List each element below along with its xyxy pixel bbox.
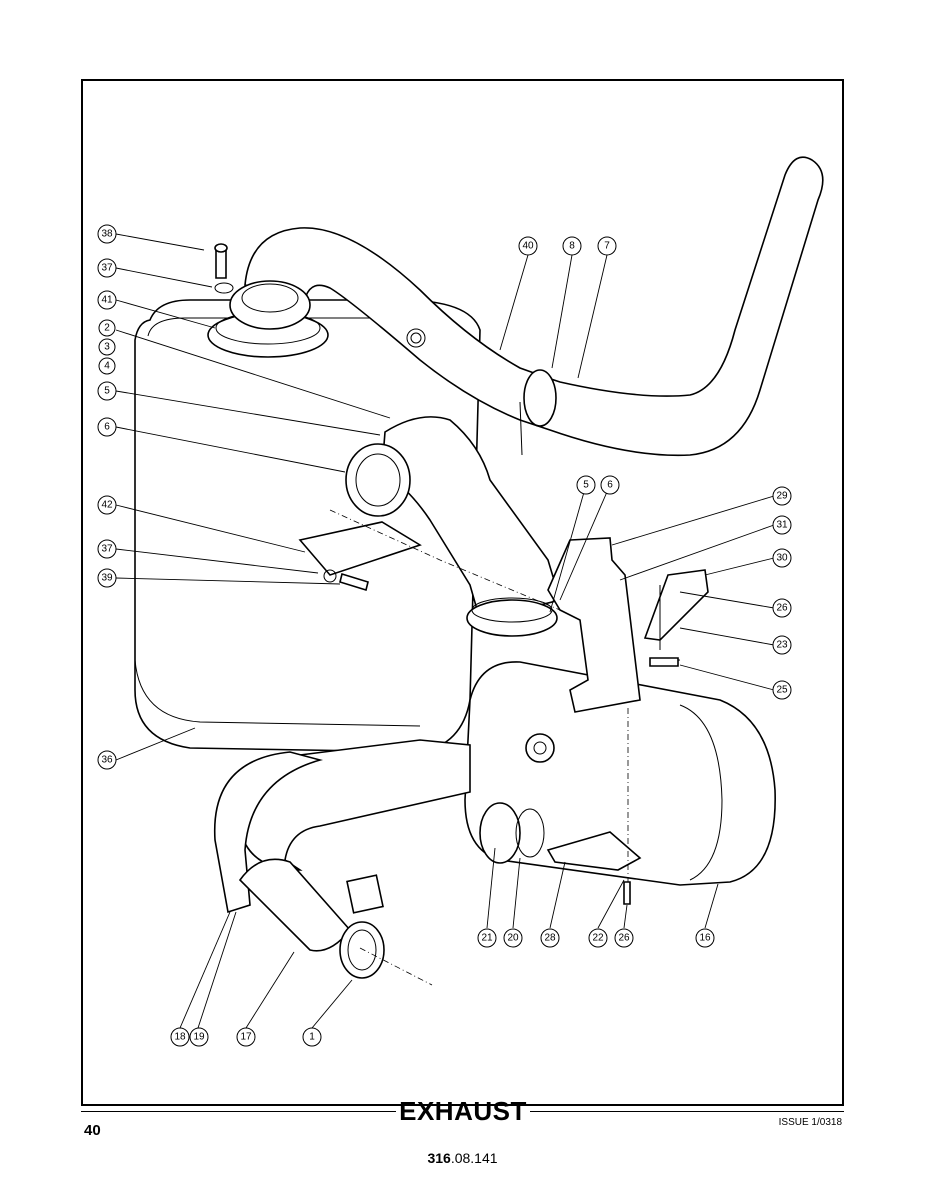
svg-text:3: 3	[104, 342, 110, 353]
callout-38: 38	[97, 224, 117, 244]
svg-text:42: 42	[101, 500, 113, 511]
svg-text:7: 7	[604, 241, 610, 252]
svg-text:16: 16	[699, 933, 711, 944]
callout-5: 5	[576, 475, 596, 495]
svg-text:6: 6	[607, 480, 613, 491]
callout-25: 25	[772, 680, 792, 700]
callout-8: 8	[562, 236, 582, 256]
svg-text:22: 22	[592, 933, 604, 944]
title-rule-left	[81, 1111, 396, 1112]
callout-6: 6	[600, 475, 620, 495]
svg-text:28: 28	[544, 933, 556, 944]
callout-1: 1	[302, 1027, 322, 1047]
callout-26: 26	[614, 928, 634, 948]
callout-5: 5	[97, 381, 117, 401]
svg-text:5: 5	[583, 480, 589, 491]
section-title: EXHAUST	[399, 1096, 527, 1126]
callout-4: 4	[98, 357, 116, 375]
callout-18: 18	[170, 1027, 190, 1047]
svg-text:17: 17	[240, 1032, 252, 1043]
callout-19: 19	[189, 1027, 209, 1047]
callout-31: 31	[772, 515, 792, 535]
middle-pipe	[298, 416, 562, 637]
svg-text:21: 21	[481, 933, 493, 944]
svg-text:5: 5	[104, 386, 110, 397]
svg-text:41: 41	[101, 295, 113, 306]
svg-text:37: 37	[101, 544, 113, 555]
callout-22: 22	[588, 928, 608, 948]
callout-6: 6	[97, 417, 117, 437]
fasteners	[214, 243, 679, 905]
leader-lines	[115, 233, 775, 1029]
svg-text:29: 29	[776, 491, 788, 502]
svg-text:36: 36	[101, 755, 113, 766]
svg-text:26: 26	[776, 603, 788, 614]
callout-2: 2	[98, 319, 116, 337]
callout-36: 36	[97, 750, 117, 770]
callout-23: 23	[772, 635, 792, 655]
svg-text:4: 4	[104, 361, 110, 372]
silencer-box	[134, 299, 481, 753]
upper-pipe	[229, 156, 824, 457]
callout-20: 20	[503, 928, 523, 948]
callout-3: 3	[98, 338, 116, 356]
drawing-ref-suffix: .08.141	[450, 1150, 498, 1166]
drawing-ref-prefix: 316	[427, 1150, 451, 1166]
page-number: 40	[84, 1122, 101, 1139]
callout-41: 41	[97, 290, 117, 310]
callout-21: 21	[477, 928, 497, 948]
callout-7: 7	[597, 236, 617, 256]
callout-42: 42	[97, 495, 117, 515]
svg-text:26: 26	[618, 933, 630, 944]
svg-text:6: 6	[104, 422, 110, 433]
svg-text:39: 39	[101, 573, 113, 584]
drawing-reference: 316.08.141	[0, 1150, 925, 1166]
callout-17: 17	[236, 1027, 256, 1047]
svg-text:20: 20	[507, 933, 519, 944]
svg-text:31: 31	[776, 520, 788, 531]
svg-text:40: 40	[522, 241, 534, 252]
tail-pipe	[213, 739, 471, 986]
callout-29: 29	[772, 486, 792, 506]
issue-label: ISSUE 1/0318	[778, 1117, 842, 1128]
svg-text:8: 8	[569, 241, 575, 252]
svg-text:18: 18	[174, 1032, 186, 1043]
svg-text:1: 1	[309, 1032, 315, 1043]
callout-37: 37	[97, 539, 117, 559]
svg-text:38: 38	[101, 229, 113, 240]
svg-text:23: 23	[776, 640, 788, 651]
svg-text:37: 37	[101, 263, 113, 274]
svg-text:19: 19	[193, 1032, 205, 1043]
callout-40: 40	[518, 236, 538, 256]
diagram-frame	[81, 79, 844, 1106]
mounting-brackets	[546, 537, 709, 900]
callout-28: 28	[540, 928, 560, 948]
callout-26: 26	[772, 598, 792, 618]
callout-39: 39	[97, 568, 117, 588]
callout-16: 16	[695, 928, 715, 948]
rear-silencer	[464, 661, 776, 886]
svg-text:25: 25	[776, 685, 788, 696]
svg-text:2: 2	[104, 323, 110, 334]
svg-text:30: 30	[776, 553, 788, 564]
callout-30: 30	[772, 548, 792, 568]
callout-37: 37	[97, 258, 117, 278]
title-rule-right	[530, 1111, 844, 1112]
